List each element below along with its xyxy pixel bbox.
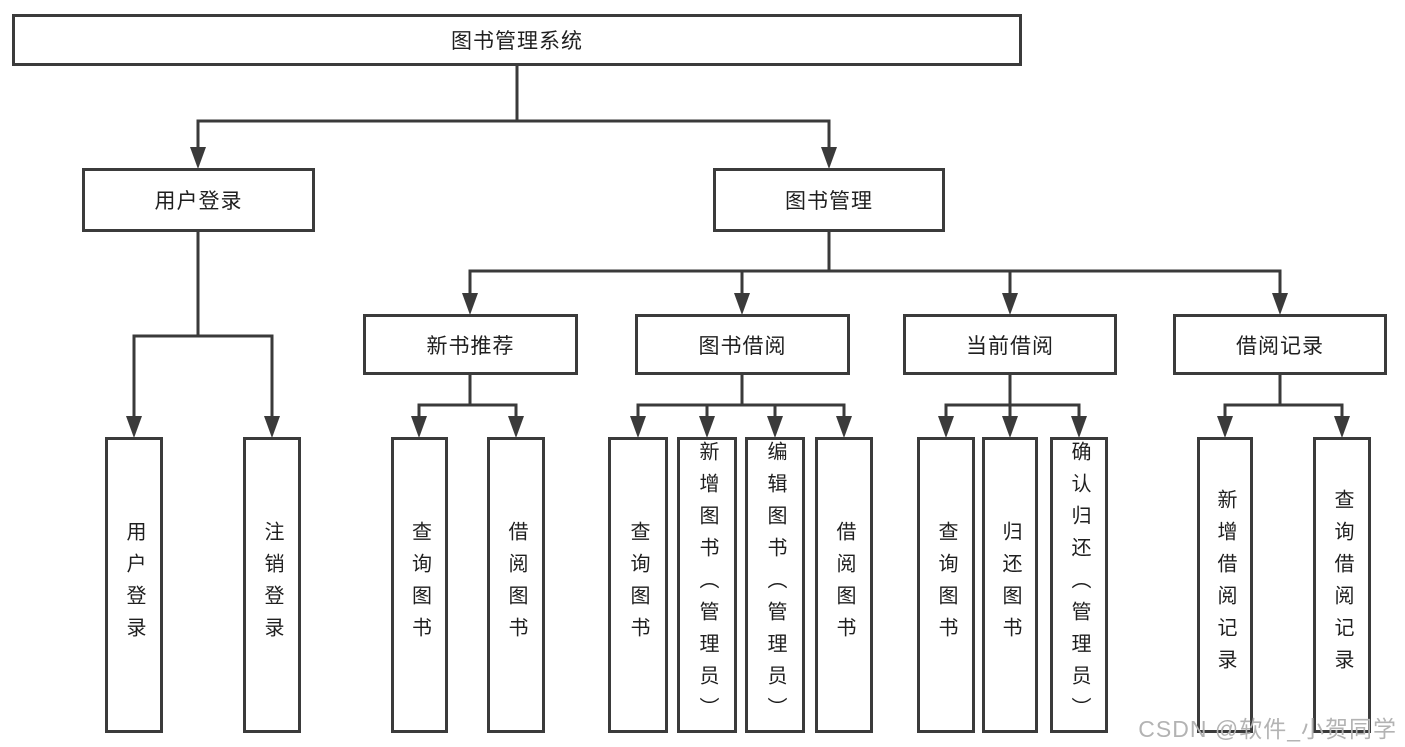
leaf-query-borrow-record-label: 查询借阅记录 — [1331, 489, 1353, 681]
leaf-borrow-books-1-label: 借阅图书 — [505, 521, 527, 649]
leaf-query-books-1-label: 查询图书 — [408, 521, 431, 649]
leaf-confirm-return-admin-label: 确认归还（管理员） — [1068, 441, 1090, 729]
leaf-return-books-label: 归还图书 — [999, 521, 1021, 649]
node-current-borrow-label: 当前借阅 — [966, 334, 1054, 358]
node-root-label: 图书管理系统 — [451, 30, 583, 53]
leaf-borrow-books-2: 借阅图书 — [815, 437, 873, 733]
csdn-watermark: CSDN @软件_小贺同学 — [1138, 716, 1397, 742]
node-book-borrow-label: 图书借阅 — [698, 334, 787, 358]
node-root: 图书管理系统 — [12, 14, 1022, 66]
leaf-query-books-3-label: 查询图书 — [935, 521, 957, 649]
node-current-borrow: 当前借阅 — [903, 314, 1117, 375]
leaf-add-borrow-record: 新增借阅记录 — [1197, 437, 1253, 733]
edges-current-borrow-to-leaves — [938, 375, 1087, 438]
leaf-query-borrow-record: 查询借阅记录 — [1313, 437, 1371, 733]
node-book-management-label: 图书管理 — [785, 190, 873, 213]
leaf-borrow-books-1: 借阅图书 — [487, 437, 545, 733]
node-borrow-records: 借阅记录 — [1173, 314, 1387, 375]
node-user-login-label: 用户登录 — [154, 190, 243, 213]
leaf-edit-book-admin: 编辑图书（管理员） — [745, 437, 805, 733]
node-borrow-records-label: 借阅记录 — [1236, 334, 1324, 358]
edges-book-borrow-to-leaves — [630, 375, 852, 438]
leaf-logout: 注销登录 — [243, 437, 301, 733]
leaf-query-books-1: 查询图书 — [391, 437, 448, 733]
leaf-add-borrow-record-label: 新增借阅记录 — [1214, 489, 1236, 681]
leaf-confirm-return-admin: 确认归还（管理员） — [1050, 437, 1108, 733]
leaf-logout-label: 注销登录 — [261, 521, 283, 649]
edges-new-book-recommend-to-leaves — [411, 375, 524, 438]
leaf-add-book-admin: 新增图书（管理员） — [677, 437, 737, 733]
edges-borrow-records-to-leaves — [1217, 375, 1350, 438]
leaf-borrow-books-2-label: 借阅图书 — [833, 521, 855, 649]
leaf-user-login: 用户登录 — [105, 437, 163, 733]
edges-user-login-to-leaves — [126, 232, 280, 438]
leaf-add-book-admin-label: 新增图书（管理员） — [696, 441, 718, 729]
node-new-book-recommend: 新书推荐 — [363, 314, 578, 375]
leaf-query-books-2-label: 查询图书 — [627, 521, 649, 649]
edges-book-management-to-level3 — [462, 232, 1288, 315]
node-user-login: 用户登录 — [82, 168, 315, 232]
leaf-query-books-3: 查询图书 — [917, 437, 975, 733]
leaf-query-books-2: 查询图书 — [608, 437, 668, 733]
edges-root-to-level2 — [190, 66, 837, 169]
leaf-edit-book-admin-label: 编辑图书（管理员） — [764, 441, 786, 729]
node-book-management: 图书管理 — [713, 168, 945, 232]
node-new-book-recommend-label: 新书推荐 — [426, 334, 515, 358]
leaf-user-login-label: 用户登录 — [123, 521, 145, 649]
leaf-return-books: 归还图书 — [982, 437, 1038, 733]
node-book-borrow: 图书借阅 — [635, 314, 850, 375]
